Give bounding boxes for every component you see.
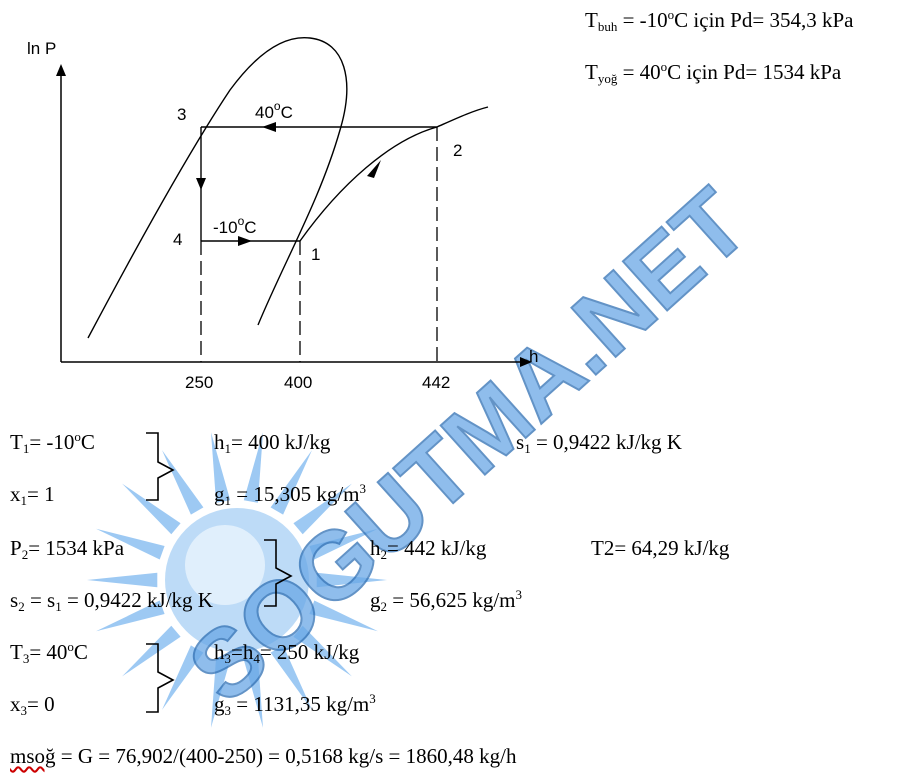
sun-ray xyxy=(211,657,231,728)
evaporating-temp-label: -10oC xyxy=(213,214,257,237)
state3-enthalpy: h3=h4= 250 kJ/kg xyxy=(214,640,360,666)
condensing-temp-label: 40oC xyxy=(255,99,293,122)
sun-ray xyxy=(96,600,165,632)
sun-ray xyxy=(162,450,204,515)
state2-enthalpy: h2= 442 kJ/kg xyxy=(370,536,487,562)
state1-quality: x1= 1 xyxy=(10,482,55,508)
sun-ray xyxy=(270,645,312,710)
x-tick-400: 400 xyxy=(284,373,312,392)
sun-ray xyxy=(243,432,263,503)
mass-flow-result: msoğ = G = 76,902/(400-250) = 0,5168 kg/… xyxy=(10,744,517,768)
sun-ray xyxy=(309,528,378,560)
saturation-dome xyxy=(87,36,348,339)
point-3-label: 3 xyxy=(177,105,186,124)
state1-enthalpy: h1= 400 kJ/kg xyxy=(214,430,331,456)
y-axis-arrow-icon xyxy=(56,64,66,76)
state2-temperature: T2= 64,29 kJ/kg xyxy=(591,536,730,560)
sun-logo-icon xyxy=(87,432,387,728)
x-tick-250: 250 xyxy=(185,373,213,392)
sun-ray xyxy=(122,625,181,677)
point-2-label: 2 xyxy=(453,141,462,160)
x-axis-label: h xyxy=(529,347,538,366)
brace-state1 xyxy=(146,432,175,501)
x-axis-arrow-icon xyxy=(520,357,532,367)
brace-state2 xyxy=(264,539,293,607)
state1-density: g1 = 15,305 kg/m3 xyxy=(214,481,367,508)
sun-ray xyxy=(243,657,263,728)
point-1-label: 1 xyxy=(311,245,320,264)
state2-density: g2 = 56,625 kg/m3 xyxy=(370,587,523,614)
condensing-arrow-icon xyxy=(262,122,276,132)
state2-entropy: s2 = s1 = 0,9422 kJ/kg K xyxy=(10,588,213,614)
state2-pressure: P2= 1534 kPa xyxy=(10,536,125,562)
state1-entropy: s1 = 0,9422 kJ/kg K xyxy=(516,430,682,456)
brace-state3 xyxy=(146,643,175,713)
sun-ray xyxy=(122,483,181,535)
sun-ray xyxy=(162,645,204,710)
condensing-pressure-line: Tyoğ = 40oC için Pd= 1534 kPa xyxy=(585,59,842,86)
expansion-arrow-icon xyxy=(196,178,206,190)
y-axis-label: ln P xyxy=(27,39,56,58)
state3-quality: x3= 0 xyxy=(10,692,55,718)
ph-diagram: ln P h 3 4 1 2 40oC -10oC 250 400 442 xyxy=(27,36,538,392)
sun-ray xyxy=(316,572,387,588)
sun-ray xyxy=(293,483,352,535)
evaporating-pressure-line: Tbuh = -10oC için Pd= 354,3 kPa xyxy=(585,7,854,34)
sun-ray xyxy=(270,450,312,515)
x-tick-442: 442 xyxy=(422,373,450,392)
state3-density: g3 = 1131,35 kg/m3 xyxy=(214,691,376,718)
state3-temperature: T3= 40oC xyxy=(10,639,88,666)
sun-ray xyxy=(293,625,352,677)
state1-temperature: T1= -10oC xyxy=(10,429,95,456)
point-4-label: 4 xyxy=(173,230,182,249)
compression-curve xyxy=(299,106,489,242)
sun-ray xyxy=(87,572,158,588)
sun-ray xyxy=(309,600,378,632)
evaporating-arrow-icon xyxy=(238,236,252,246)
sun-ray xyxy=(211,432,231,503)
compression-arrow-icon xyxy=(367,160,381,178)
sun-ray xyxy=(96,528,165,560)
